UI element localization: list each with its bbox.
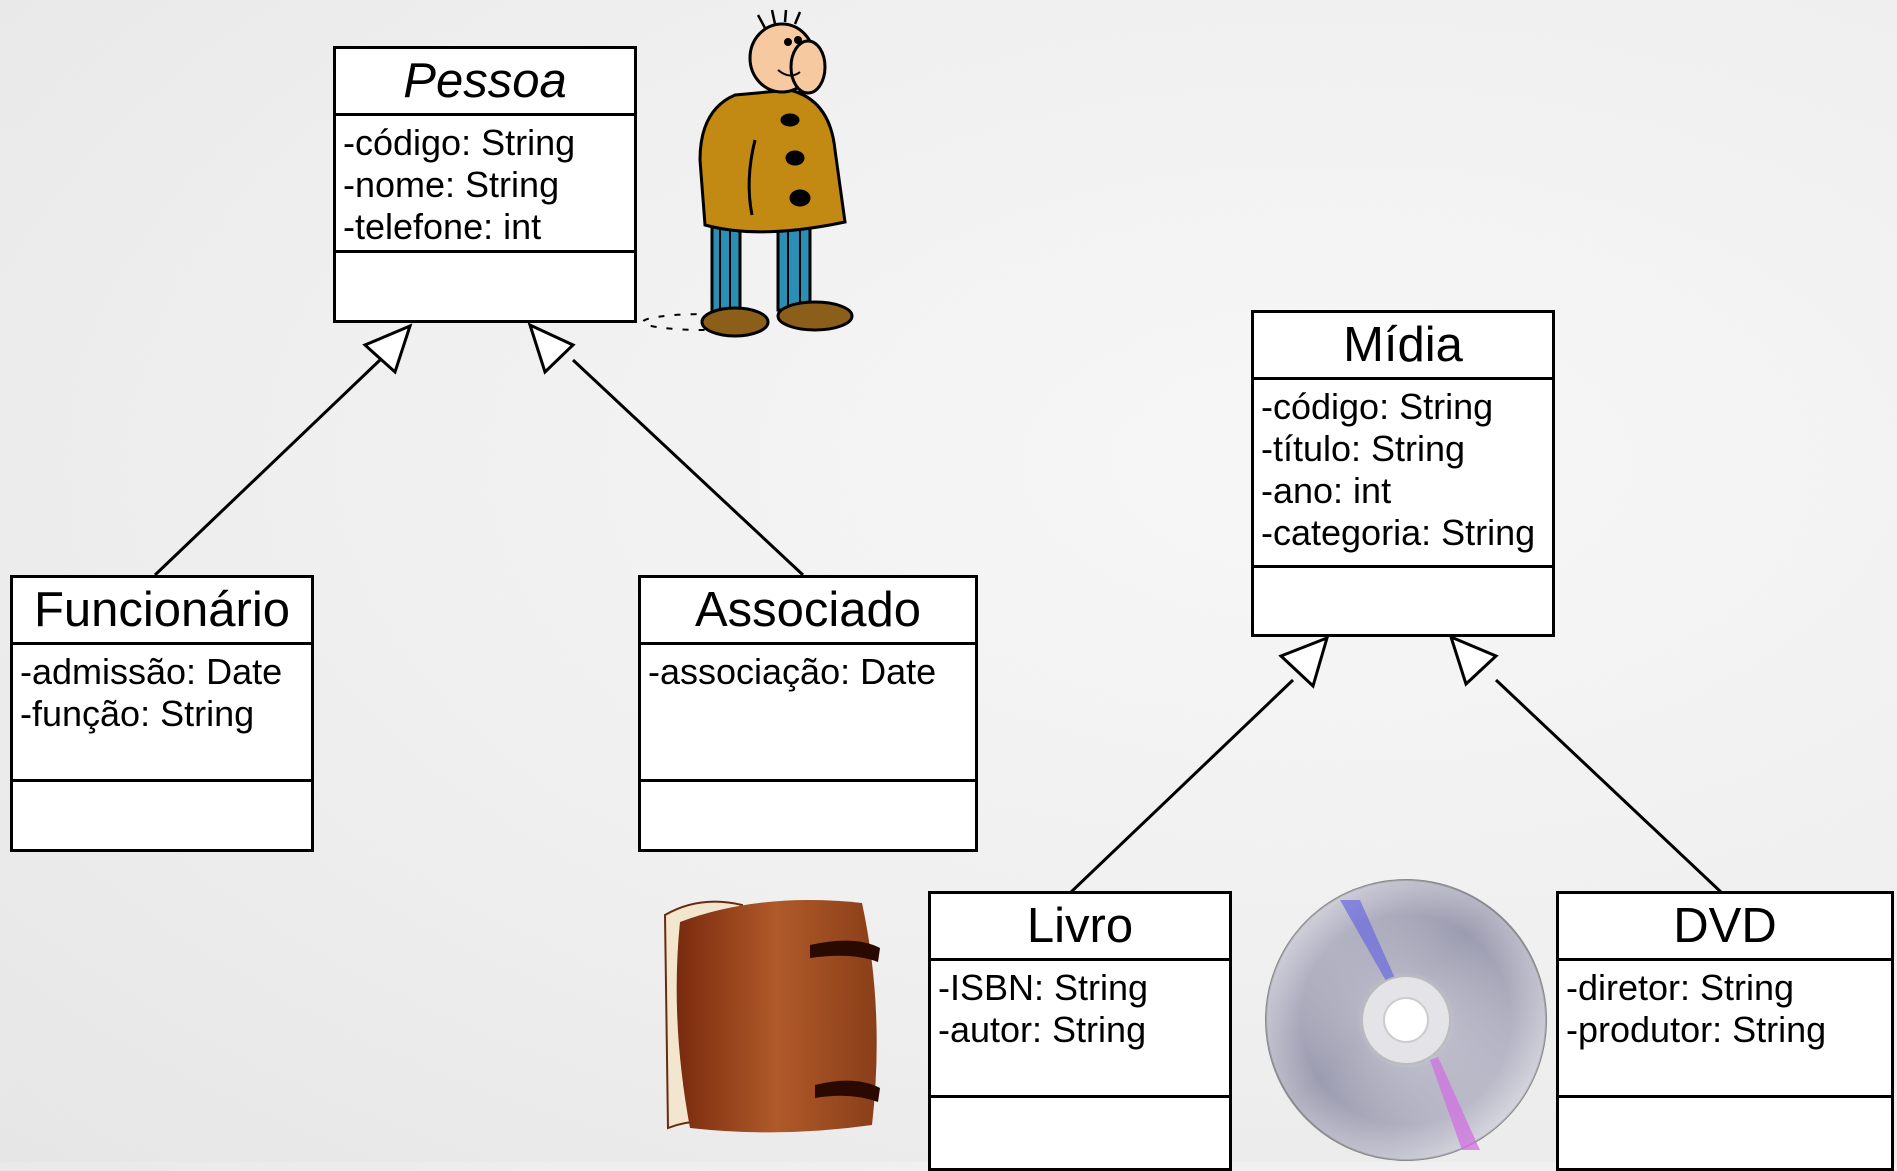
arrow-dvd-midia (1494, 678, 1724, 895)
class-dvd: DVD -diretor: String -produtor: String (1556, 891, 1894, 1171)
class-livro: Livro -ISBN: String -autor: String (928, 891, 1232, 1171)
attribute-compartment: -admissão: Date -função: String (13, 645, 311, 782)
attribute: -nome: String (343, 164, 560, 205)
arrow-funcionario-pessoa (153, 358, 382, 577)
class-name: DVD (1559, 894, 1891, 961)
attribute-compartment: -ISBN: String -autor: String (931, 961, 1229, 1098)
arrow-livro-midia (1068, 678, 1295, 895)
class-name: Mídia (1254, 313, 1552, 380)
class-associado: Associado -associação: Date (638, 575, 978, 852)
attribute: -associação: Date (648, 651, 937, 692)
attribute: -produtor: String (1566, 1009, 1827, 1050)
class-name: Livro (931, 894, 1229, 961)
attribute: -admissão: Date (20, 651, 283, 692)
arrowhead-dvd-midia (1448, 634, 1499, 687)
attribute: -ano: int (1261, 470, 1392, 511)
attribute-compartment: -código: String -título: String -ano: in… (1254, 380, 1552, 568)
attribute: -função: String (20, 693, 255, 734)
attribute: -código: String (1261, 386, 1494, 427)
arrowhead-funcionario-pessoa (362, 323, 413, 375)
arrow-associado-pessoa (571, 358, 805, 577)
attribute-compartment: -código: String -nome: String -telefone:… (336, 116, 634, 253)
class-name: Pessoa (336, 49, 634, 116)
attribute: -autor: String (938, 1009, 1147, 1050)
arrowhead-livro-midia (1278, 635, 1330, 689)
attribute: -categoria: String (1261, 512, 1536, 553)
attribute: -código: String (343, 122, 576, 163)
attribute-compartment: -associação: Date (641, 645, 975, 782)
attribute: -ISBN: String (938, 967, 1149, 1008)
class-pessoa: Pessoa -código: String -nome: String -te… (333, 46, 637, 323)
arrowhead-associado-pessoa (527, 322, 576, 375)
class-name: Funcionário (13, 578, 311, 645)
class-name: Associado (641, 578, 975, 645)
attribute: -título: String (1261, 428, 1466, 469)
attribute: -diretor: String (1566, 967, 1795, 1008)
attribute: -telefone: int (343, 206, 542, 247)
class-funcionario: Funcionário -admissão: Date -função: Str… (10, 575, 314, 852)
class-midia: Mídia -código: String -título: String -a… (1251, 310, 1555, 637)
attribute-compartment: -diretor: String -produtor: String (1559, 961, 1891, 1098)
